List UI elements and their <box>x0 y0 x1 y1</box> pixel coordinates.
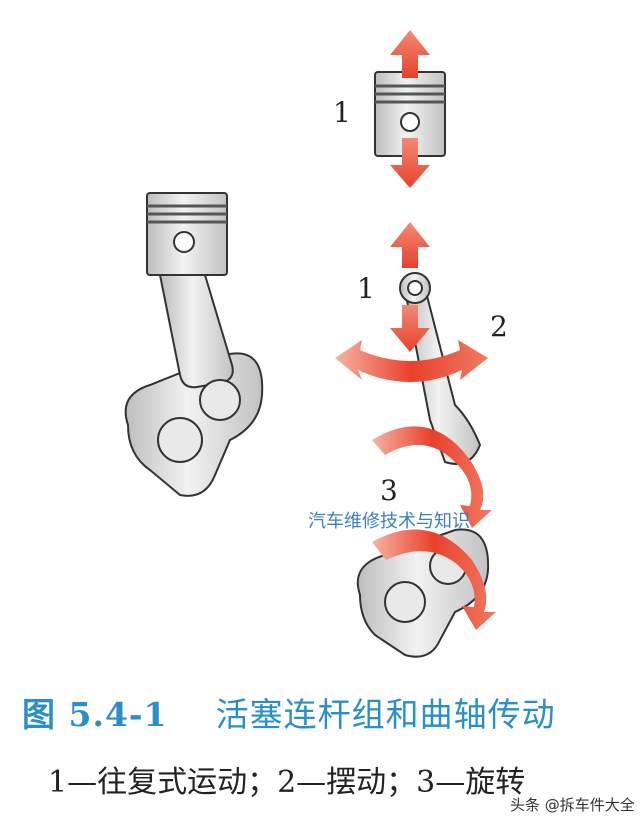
source-credit: 头条 @拆车件大全 <box>510 796 635 814</box>
piston-group-right <box>374 30 446 188</box>
piston-pin-hole-right <box>400 112 420 132</box>
connecting-rod-left <box>158 274 234 389</box>
piston-pin-hole-left <box>173 231 195 253</box>
arrow-up-1 <box>390 30 430 78</box>
label-crank-3: 3 <box>380 474 398 507</box>
arrow-down-1 <box>390 138 430 188</box>
crankpin-left <box>199 379 241 421</box>
arrow-down-2 <box>390 305 430 352</box>
rotation-arrow-upper <box>372 426 492 528</box>
watermark: 汽车维修技术与知识 <box>308 511 470 532</box>
swing-arrow <box>335 340 488 382</box>
assembly-left <box>124 192 264 497</box>
crank-group-right <box>356 426 496 658</box>
main-journal-left <box>157 417 203 463</box>
figure-title: 活塞连杆组和曲轴传动 <box>215 695 556 734</box>
figure-caption: 图 5.4-1 活塞连杆组和曲轴传动 <box>22 688 556 736</box>
figure-legend: 1—往复式运动；2—摆动；3—旋转 <box>48 765 526 800</box>
rod-group-right <box>335 222 488 465</box>
figure-number: 图 5.4-1 <box>22 695 168 734</box>
label-piston-1: 1 <box>333 96 351 129</box>
rotation-arrow-lower <box>372 529 496 630</box>
label-rod-1: 1 <box>357 272 375 305</box>
label-rod-2: 2 <box>490 310 508 343</box>
main-journal-right <box>384 581 426 623</box>
arrow-up-2 <box>390 222 430 268</box>
